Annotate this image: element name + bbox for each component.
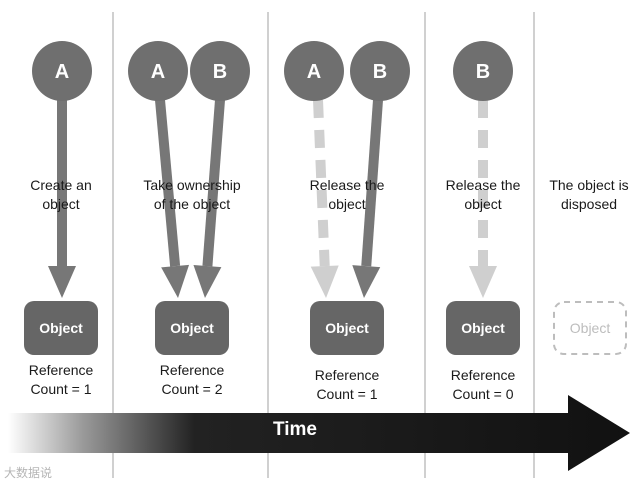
stage-5-caption: The object is disposed: [549, 177, 629, 212]
stage-2-caption: Take ownership of the object: [143, 177, 241, 212]
stage-1-caption: Create an object: [30, 177, 92, 212]
stage-2-owner-b: B: [190, 41, 250, 101]
time-label: Time: [272, 419, 317, 440]
owner-label: B: [373, 61, 387, 83]
arrow-shaft: [361, 99, 383, 267]
stage-2-reference-count: Reference Count = 2: [159, 362, 225, 397]
arrow-head: [469, 266, 497, 298]
owner-label: A: [307, 61, 321, 83]
arrow-head: [310, 265, 339, 298]
stage-4-owner-b: B: [453, 41, 513, 101]
owner-circle: [32, 41, 92, 101]
watermark: 大数据说: [4, 466, 53, 480]
object-box: [24, 301, 98, 355]
disposed-object-box: [553, 301, 627, 355]
stage-2-reference-arrow-a: [155, 99, 190, 298]
stage-1-object: Object: [24, 301, 98, 355]
stage-3-reference-count: Reference Count = 1: [314, 367, 380, 402]
stage-4-object: Object: [446, 301, 520, 355]
object-box: [446, 301, 520, 355]
arrow-shaft: [202, 99, 225, 267]
owner-label: B: [213, 61, 227, 83]
stage-3-reference-arrow-a: [310, 99, 339, 298]
arrow-shaft: [155, 99, 181, 267]
timeline-arrow: [8, 395, 630, 471]
arrow-head: [352, 265, 381, 298]
stage-2-owner-a: A: [128, 41, 188, 101]
stage-2-reference-arrow-b: [193, 99, 225, 298]
object-label: Object: [170, 320, 214, 336]
object-label: Object: [570, 320, 611, 336]
stage-1-reference-count: Reference Count = 1: [28, 362, 94, 397]
stage-2-object: Object: [155, 301, 229, 355]
arrow-head: [48, 266, 76, 298]
stage-3-owner-a: A: [284, 41, 344, 101]
object-label: Object: [325, 320, 369, 336]
stage-1-reference-arrow-a: [48, 100, 76, 298]
object-label: Object: [39, 320, 83, 336]
stage-4-reference-arrow-b: [469, 100, 497, 298]
object-label: Object: [461, 320, 505, 336]
object-box: [310, 301, 384, 355]
stage-5-object: Object: [553, 301, 627, 355]
owner-circle: [350, 41, 410, 101]
stage-3-object: Object: [310, 301, 384, 355]
object-box: [155, 301, 229, 355]
arrow-head: [161, 264, 190, 298]
owner-circle: [453, 41, 513, 101]
owner-label: A: [55, 61, 69, 83]
stage-3-owner-b: B: [350, 41, 410, 101]
owner-circle: [190, 41, 250, 101]
owner-label: A: [151, 61, 165, 83]
owner-circle: [128, 41, 188, 101]
stage-1-owner-a: A: [32, 41, 92, 101]
owner-circle: [284, 41, 344, 101]
stage-3-caption: Release the object: [309, 177, 385, 212]
owner-label: B: [476, 61, 490, 83]
stage-4-caption: Release the object: [445, 177, 521, 212]
stage-3-reference-arrow-b: [352, 99, 383, 298]
arrow-head: [193, 265, 222, 298]
stage-4-reference-count: Reference Count = 0: [450, 367, 516, 402]
